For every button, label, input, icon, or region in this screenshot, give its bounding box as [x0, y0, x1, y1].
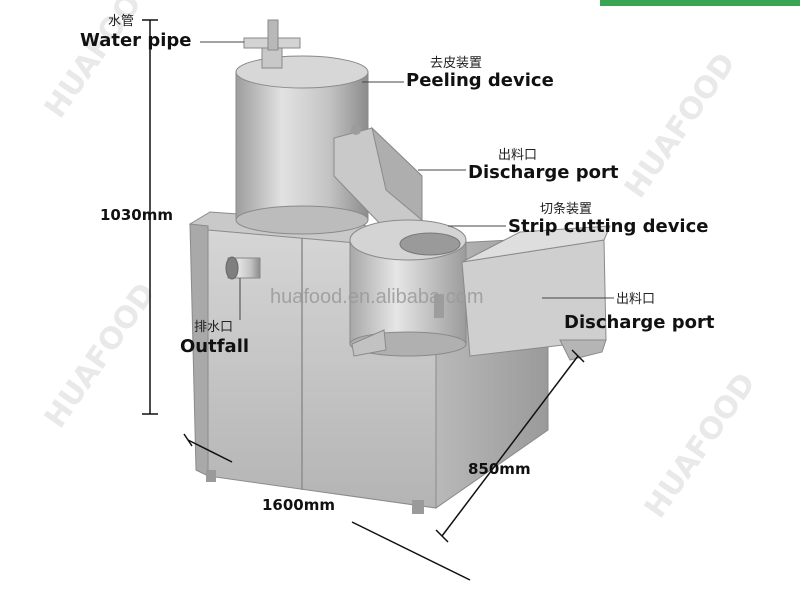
outfall-en-label: Outfall [180, 336, 250, 357]
discharge-port-1-en-label: Discharge port [468, 162, 619, 183]
peeling-device-en-label: Peeling device [406, 70, 554, 91]
outfall-pipe [225, 256, 261, 280]
discharge-chute-1 [333, 125, 423, 233]
water-pipe-cn-label: 水管 [108, 14, 135, 29]
discharge-port-2-en-label: Discharge port [564, 312, 715, 333]
svg-text:HUAFOOD: HUAFOOD [38, 0, 163, 125]
width-dimension-label: 1600mm [262, 496, 336, 514]
peeling-device-cn-label: 去皮装置 [430, 56, 483, 71]
website-watermark: huafood.en.alibaba.com [270, 286, 484, 308]
discharge-box-2 [461, 225, 611, 361]
strip-cutting-cn-label: 切条装置 [540, 202, 593, 217]
svg-text:HUAFOOD: HUAFOOD [638, 367, 763, 525]
dimension-depth [435, 349, 585, 543]
leader-lines [200, 41, 614, 320]
dimension-width [183, 433, 471, 581]
svg-text:HUAFOOD: HUAFOOD [618, 47, 743, 205]
height-dimension-label: 1030mm [100, 206, 174, 224]
discharge-port-1-cn-label: 出料口 [498, 148, 538, 163]
strip-cutting-en-label: Strip cutting device [508, 216, 709, 237]
water-pipe-en-label: Water pipe [80, 30, 192, 51]
discharge-port-2-cn-label: 出料口 [616, 292, 656, 307]
outfall-cn-label: 排水口 [194, 320, 234, 335]
dimension-height [142, 19, 158, 415]
depth-dimension-label: 850mm [468, 460, 531, 478]
svg-text:HUAFOOD: HUAFOOD [38, 277, 163, 435]
top-accent-bar [600, 0, 800, 6]
